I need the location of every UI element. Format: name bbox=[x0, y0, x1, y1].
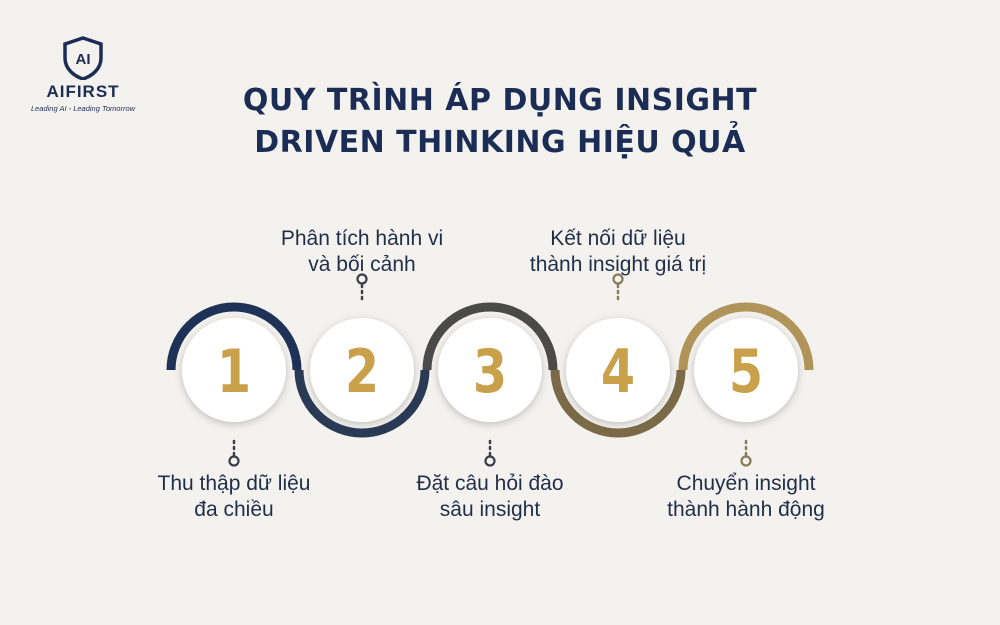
brand-logo: AI AIFIRST Leading AI - Leading Tomorrow bbox=[28, 36, 138, 113]
step-circle bbox=[182, 318, 286, 422]
title-line-1: QUY TRÌNH ÁP DỤNG INSIGHT bbox=[242, 83, 758, 118]
step-circle bbox=[566, 318, 670, 422]
brand-tagline: Leading AI - Leading Tomorrow bbox=[30, 104, 136, 113]
step-label-line-1: Thu thập dữ liệu bbox=[157, 472, 311, 495]
connector-node bbox=[484, 455, 496, 467]
step-ring-arc bbox=[294, 369, 430, 438]
step-ring-arc bbox=[678, 302, 814, 371]
step-number: 3 bbox=[473, 336, 507, 406]
logo-mark-text: AI bbox=[76, 51, 91, 68]
step-label-1: Thu thập dữ liệu đa chiều bbox=[124, 471, 344, 523]
title-line-2: DRIVEN THINKING HIỆU QUẢ bbox=[254, 125, 746, 160]
shield-logo-icon: AI bbox=[63, 36, 103, 80]
step-label-line-1: Chuyển insight bbox=[676, 472, 816, 495]
step-label-line-2: đa chiều bbox=[194, 498, 274, 521]
step-number: 2 bbox=[345, 336, 379, 406]
step-circle bbox=[310, 318, 414, 422]
step-5: 5 bbox=[678, 302, 814, 467]
brand-name: AIFIRST bbox=[46, 82, 120, 101]
step-label-4: Kết nối dữ liệu thành insight giá trị bbox=[508, 226, 728, 278]
step-label-3: Đặt câu hỏi đào sâu insight bbox=[380, 471, 600, 523]
connector-node bbox=[612, 273, 624, 285]
step-ring-arc bbox=[166, 302, 302, 371]
step-label-line-1: Phân tích hành vi bbox=[280, 227, 444, 250]
step-label-line-2: và bối cảnh bbox=[308, 253, 416, 276]
step-2: 2 bbox=[294, 273, 430, 438]
step-ring-arc bbox=[422, 302, 558, 371]
step-number: 1 bbox=[217, 336, 251, 406]
step-ring-arc bbox=[550, 369, 686, 438]
step-label-line-2: thành insight giá trị bbox=[529, 253, 707, 276]
step-number: 4 bbox=[601, 336, 635, 406]
connector-node bbox=[356, 273, 368, 285]
step-3: 3 bbox=[422, 302, 558, 467]
page-title: QUY TRÌNH ÁP DỤNG INSIGHT DRIVEN THINKIN… bbox=[0, 80, 1000, 164]
step-1: 1 bbox=[166, 302, 302, 467]
step-circle bbox=[694, 318, 798, 422]
step-label-line-1: Kết nối dữ liệu bbox=[550, 227, 686, 250]
step-label-line-2: sâu insight bbox=[439, 498, 541, 521]
step-label-line-2: thành hành động bbox=[667, 498, 825, 521]
connector-node bbox=[228, 455, 240, 467]
step-number: 5 bbox=[729, 336, 763, 406]
step-4: 4 bbox=[550, 273, 686, 438]
step-circle bbox=[438, 318, 542, 422]
step-label-5: Chuyển insight thành hành động bbox=[636, 471, 856, 523]
connector-node bbox=[740, 455, 752, 467]
step-label-line-1: Đặt câu hỏi đào bbox=[416, 472, 564, 495]
step-label-2: Phân tích hành vi và bối cảnh bbox=[252, 226, 472, 278]
